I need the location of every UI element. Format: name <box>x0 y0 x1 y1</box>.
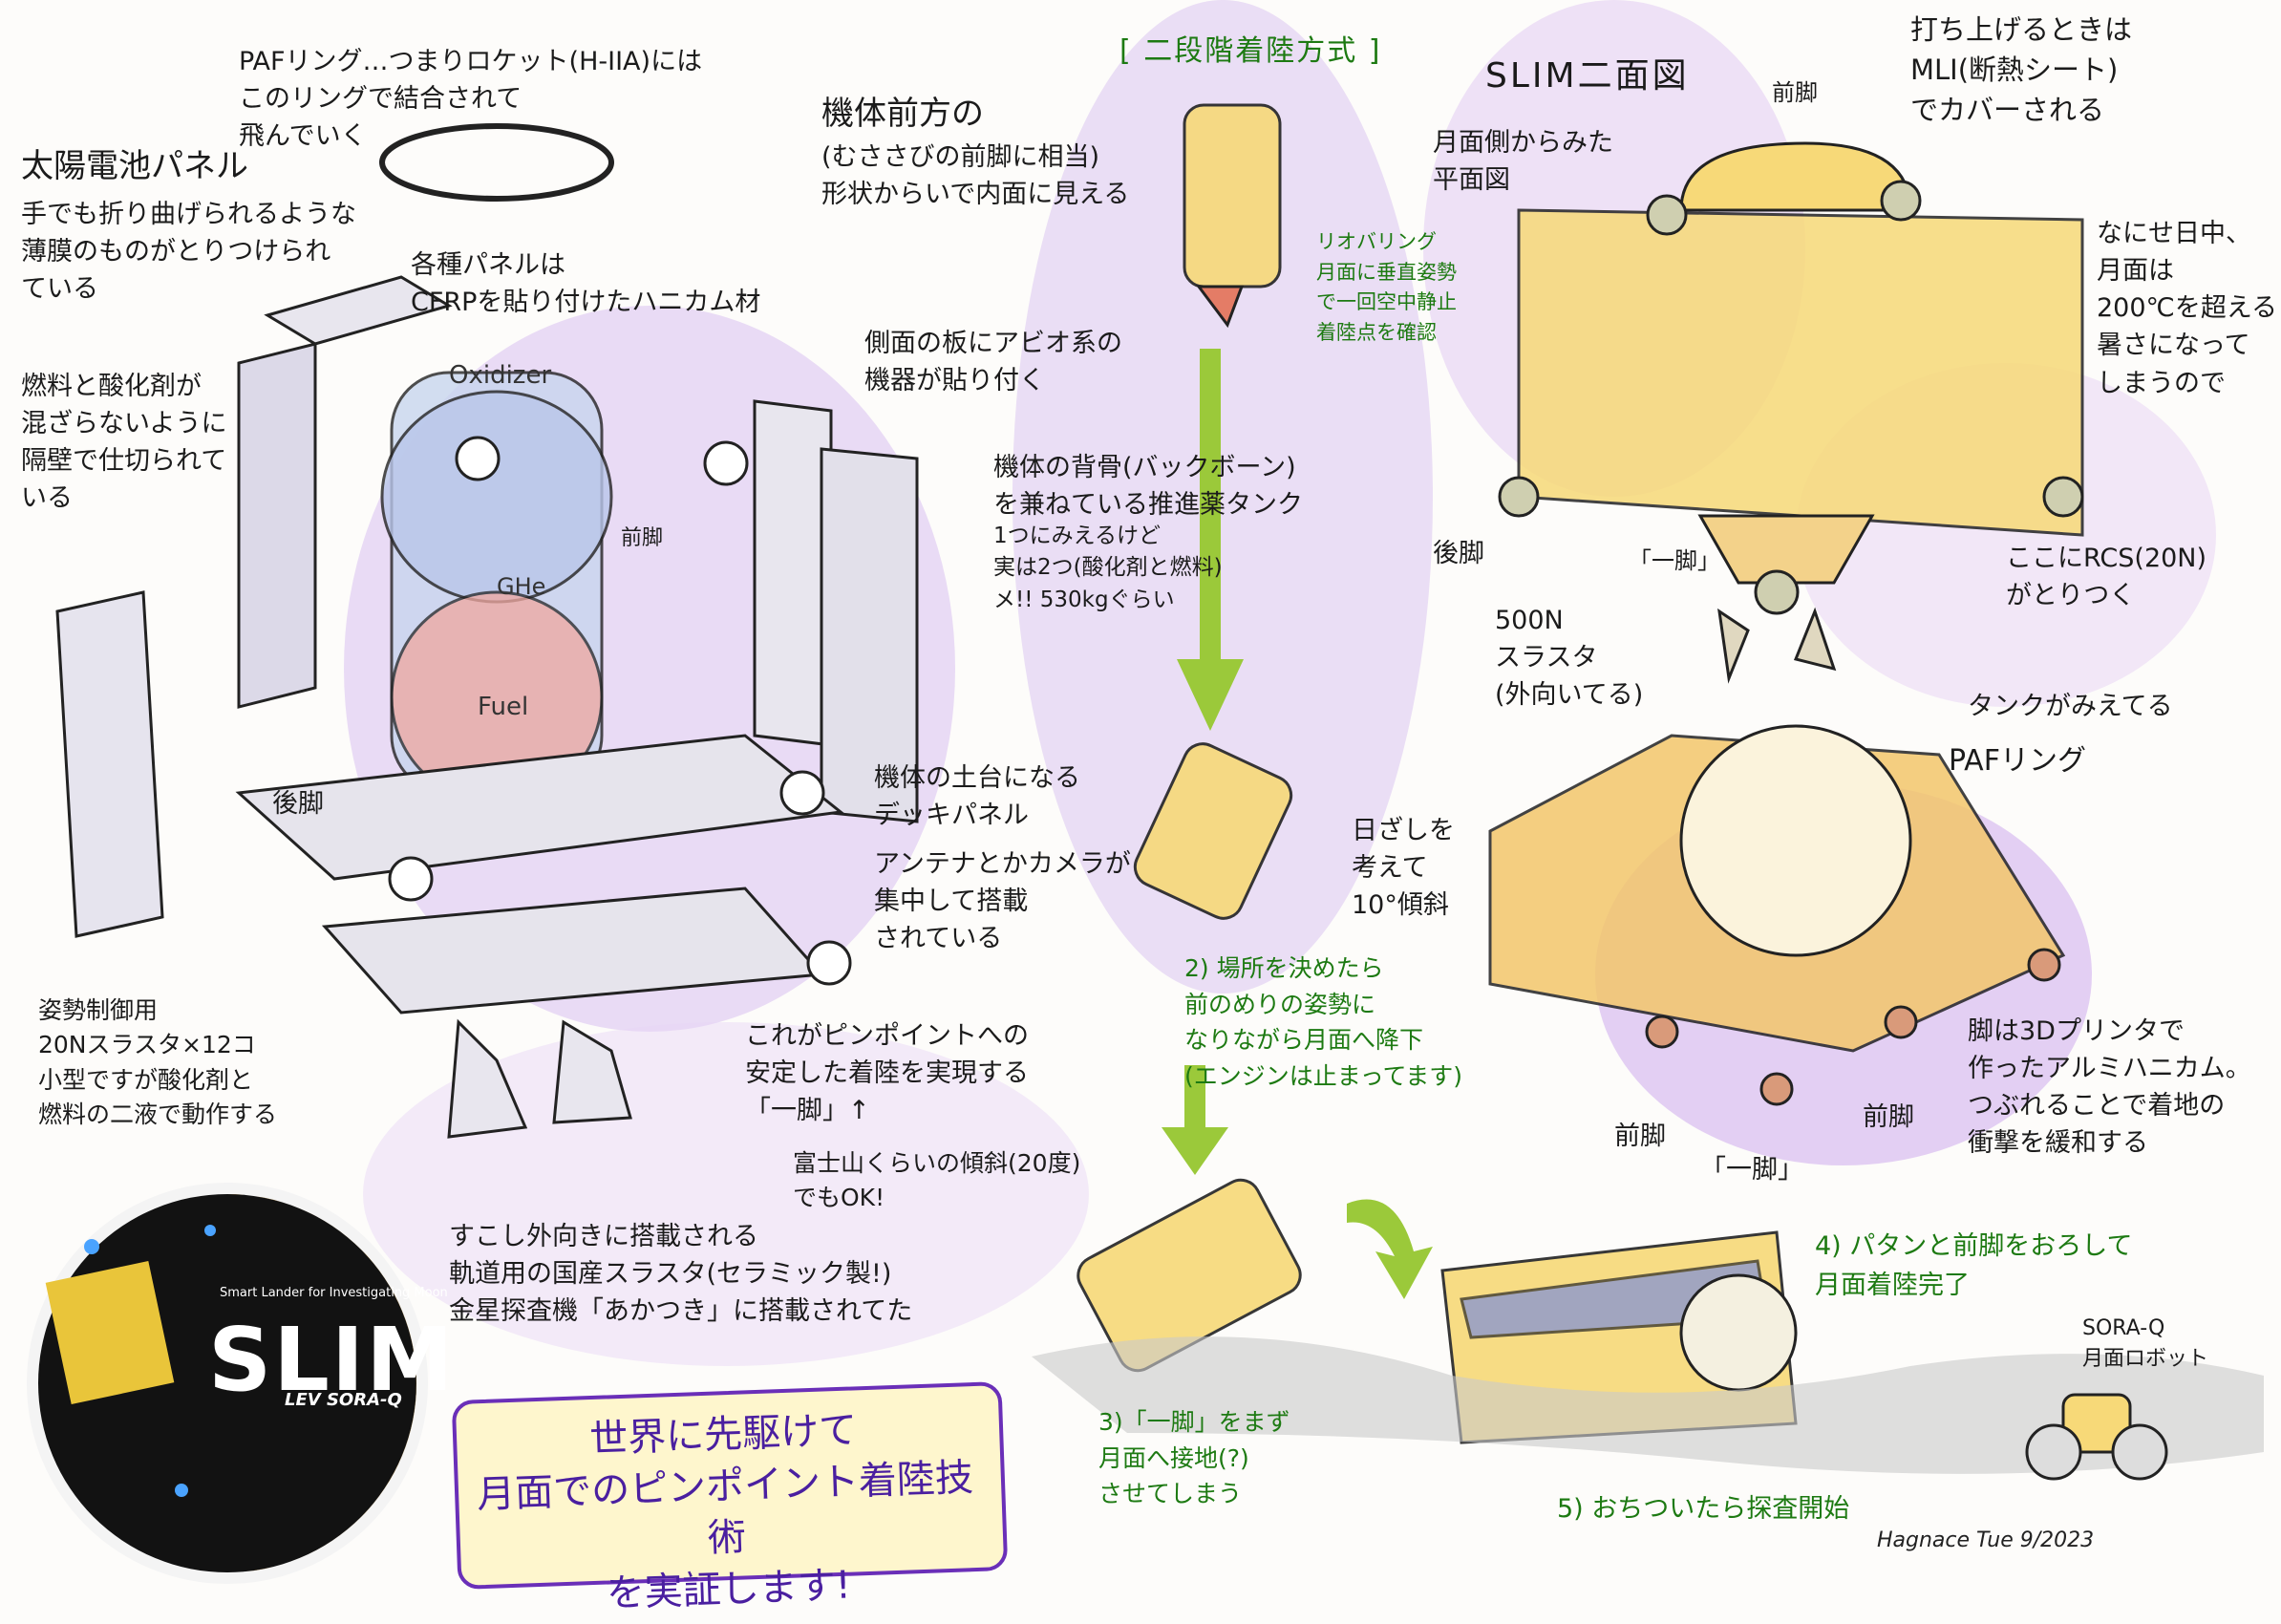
plan-one-leg-label: 「一脚」 <box>1629 547 1720 574</box>
slope-note: 富士山くらいの傾斜(20度) でもOK! <box>793 1149 1081 1212</box>
iso-view-sketch <box>1488 724 2066 1106</box>
iso-front-leg-label: 前脚 <box>1614 1122 1666 1151</box>
pinpoint-leg-note: これがピンポイントへの 安定した着陸を実現する 「一脚」↑ <box>745 1021 1029 1126</box>
step3-note: 3)「一脚」をまず 月面へ接地(?) させてしまう <box>1098 1408 1290 1507</box>
plan-rear-leg-label: 後脚 <box>1433 539 1484 568</box>
mli-note: 打ち上げるときは MLI(断熱シート) でカバーされる <box>1910 13 2133 127</box>
front-desc: (むささびの前脚に相当) 形状からいで内面に見える <box>821 142 1130 210</box>
moon-heat-note: なにせ日中、 月面は 200℃を超える 暑さになって しまうので <box>2097 219 2278 398</box>
tank-visible-note: タンクがみえてる <box>1968 692 2173 721</box>
step5-note: 5) おちついたら探査開始 <box>1557 1494 1850 1524</box>
iso-one-leg-label: 「一脚」 <box>1700 1155 1803 1185</box>
paf-ring-label: PAFリング <box>1949 744 2086 778</box>
side-panel-note: 側面の板にアビオ系の 機器が貼り付く <box>864 329 1122 396</box>
sunlight-note: 日ざしを 考えて 10°傾斜 <box>1352 816 1455 921</box>
plan-view-label: 月面側からみた 平面図 <box>1433 128 1613 196</box>
sora-q-label: SORA-Q 月面ロボット <box>2082 1316 2209 1371</box>
attitude-note: 姿勢制御用 20Nスラスタ×12コ 小型ですが酸化剤と 燃料の二液で動作する <box>38 996 278 1128</box>
solar-panel-title: 太陽電池パネル <box>21 147 248 185</box>
exploded-spacecraft-sketch <box>55 123 919 1139</box>
green-arrows <box>1162 349 1433 1299</box>
paf-ring-note: PAFリング…つまりロケット(H-IIA)には このリングで結合されて 飛んでい… <box>239 47 703 152</box>
plan-front-leg-label: 前脚 <box>1772 79 1818 106</box>
solar-panel-desc: 手でも折り曲げられるような 薄膜のものがとりつけられ ている <box>21 200 356 305</box>
two-view-title: SLIM二面図 <box>1485 56 1690 96</box>
oxidizer-label: Oxidizer <box>449 361 552 390</box>
sora-q-sketch <box>2025 1393 2168 1481</box>
legs-print-note: 脚は3Dプリンタで 作ったアルミハニカム。 つぶれることで着地の 衝撃を緩和する <box>1968 1016 2251 1159</box>
front-title: 機体前方の <box>821 95 984 133</box>
main-thruster-note: すこし外向きに搭載される 軌道用の国産スラスタ(セラミック製!) 金星探査機「あ… <box>449 1222 913 1327</box>
ghe-label: GHe <box>497 573 546 600</box>
fuel-label: Fuel <box>478 693 529 721</box>
backbone-desc: 1つにみえるけど 実は2つ(酸化剤と燃料) メ!! 530kgぐらい <box>993 524 1223 612</box>
antenna-note: アンテナとかカメラが 集中して搭載 されている <box>874 849 1131 954</box>
backbone-note: 機体の背骨(バックボーン) を兼ねている推進薬タンク <box>993 453 1303 521</box>
deck-note: 機体の土台になる デッキパネル <box>874 763 1080 831</box>
plan-view-sketch <box>1498 141 2084 684</box>
hovering-step-note: リオバリング 月面に垂直姿勢 で一回空中静止 着陸点を確認 <box>1316 230 1457 344</box>
signature: Hagnace Tue 9/2023 <box>1877 1528 2095 1552</box>
thruster-500-note: 500N スラスタ (外向いてる) <box>1495 606 1644 711</box>
logo-main-text: SLIM <box>208 1309 456 1411</box>
rear-leg-label: 後脚 <box>272 789 324 819</box>
slim-logo <box>27 1183 428 1584</box>
iso-front-leg-label-2: 前脚 <box>1863 1102 1914 1132</box>
logo-sub-text: LEV SORA-Q <box>285 1390 402 1410</box>
step2-note: 2) 場所を決めたら 前のめりの姿勢に なりながら月面へ降下 (エンジンは止まっ… <box>1184 954 1463 1090</box>
rcs-note: ここにRCS(20N) がとりつく <box>2006 544 2207 611</box>
highlight-text: 世界に先駆けて 月面でのピンポイント着陸技術 を実証します! <box>476 1408 974 1616</box>
logo-small-text: Smart Lander for Investigating Moon <box>220 1286 448 1300</box>
landing-sequence-title: [ 二段階着陸方式 ] <box>1119 34 1382 68</box>
fuel-partition-note: 燃料と酸化剤が 混ざらないように 隔壁で仕切られて いる <box>21 372 227 514</box>
step4-note: 4) パタンと前脚をおろして 月面着陸完了 <box>1815 1231 2133 1300</box>
lunar-ground-sketch <box>1032 1336 2264 1474</box>
panels-note: 各種パネルは CFRPを貼り付けたハニカム材 <box>411 250 761 318</box>
front-leg-label: 前脚 <box>621 526 664 550</box>
